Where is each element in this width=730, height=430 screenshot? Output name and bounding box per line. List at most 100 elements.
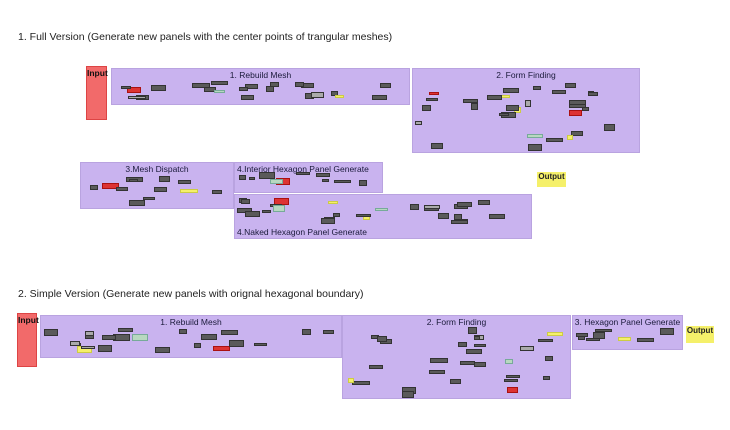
component-node[interactable] <box>127 95 146 100</box>
component-node[interactable] <box>154 347 170 353</box>
component-node[interactable] <box>253 342 267 346</box>
component-node[interactable] <box>474 343 486 348</box>
component-node[interactable] <box>470 103 478 110</box>
component-node[interactable] <box>316 172 330 178</box>
component-node[interactable] <box>84 330 95 336</box>
component-node[interactable] <box>422 105 431 111</box>
component-node[interactable] <box>115 187 129 191</box>
component-node[interactable] <box>660 328 674 335</box>
component-node[interactable] <box>519 345 535 352</box>
component-node[interactable] <box>415 120 423 126</box>
component-node[interactable] <box>545 137 563 143</box>
component-node[interactable] <box>143 197 155 201</box>
component-node[interactable] <box>117 328 134 333</box>
component-node[interactable] <box>430 143 444 149</box>
component-node[interactable] <box>270 178 283 185</box>
component-node[interactable] <box>179 328 187 335</box>
component-node[interactable] <box>211 81 229 86</box>
component-node[interactable] <box>97 345 113 352</box>
component-node[interactable] <box>356 214 372 218</box>
component-node[interactable] <box>577 336 586 341</box>
component-node[interactable] <box>547 332 564 336</box>
component-node[interactable] <box>528 144 542 151</box>
component-node[interactable] <box>120 85 131 90</box>
component-node[interactable] <box>334 95 344 99</box>
component-node[interactable] <box>371 94 387 101</box>
group-form-finding[interactable]: 2. Form Finding <box>342 315 571 399</box>
component-node[interactable] <box>129 200 146 206</box>
component-node[interactable] <box>458 342 468 347</box>
component-node[interactable] <box>486 95 502 101</box>
component-node[interactable] <box>194 342 202 349</box>
component-node[interactable] <box>465 349 482 355</box>
component-node[interactable] <box>322 329 335 335</box>
component-node[interactable] <box>428 369 446 374</box>
component-node[interactable] <box>507 387 518 394</box>
component-node[interactable] <box>618 336 631 341</box>
component-node[interactable] <box>266 85 274 92</box>
component-node[interactable] <box>552 90 567 94</box>
component-node[interactable] <box>425 98 438 102</box>
component-node[interactable] <box>153 187 167 192</box>
component-node[interactable] <box>430 357 448 364</box>
component-node[interactable] <box>533 85 542 91</box>
component-node[interactable] <box>538 339 554 343</box>
component-node[interactable] <box>310 91 325 99</box>
component-node[interactable] <box>488 213 506 219</box>
component-node[interactable] <box>177 180 191 184</box>
component-node[interactable] <box>424 204 440 210</box>
component-node[interactable] <box>352 381 370 385</box>
component-node[interactable] <box>401 391 414 399</box>
component-node[interactable] <box>477 200 490 206</box>
component-node[interactable] <box>240 94 254 100</box>
component-node[interactable] <box>410 203 419 211</box>
component-node[interactable] <box>359 180 368 187</box>
component-node[interactable] <box>132 334 148 342</box>
component-node[interactable] <box>262 209 271 213</box>
component-node[interactable] <box>322 178 330 182</box>
component-node[interactable] <box>467 327 477 334</box>
component-node[interactable] <box>377 336 387 342</box>
component-node[interactable] <box>566 135 573 141</box>
component-node[interactable] <box>84 335 94 340</box>
component-node[interactable] <box>321 218 336 225</box>
component-node[interactable] <box>429 92 439 96</box>
component-node[interactable] <box>90 185 98 191</box>
component-node[interactable] <box>569 109 582 117</box>
component-node[interactable] <box>498 113 509 117</box>
component-node[interactable] <box>211 189 222 194</box>
component-node[interactable] <box>332 212 341 218</box>
component-node[interactable] <box>204 87 217 93</box>
component-node[interactable] <box>636 337 654 343</box>
component-node[interactable] <box>456 201 473 208</box>
component-node[interactable] <box>595 328 612 333</box>
component-node[interactable] <box>542 376 550 381</box>
component-node[interactable] <box>379 83 391 89</box>
component-node[interactable] <box>214 89 226 94</box>
component-node[interactable] <box>565 83 576 89</box>
output-component[interactable]: Output <box>537 172 566 187</box>
component-node[interactable] <box>44 329 59 337</box>
component-node[interactable] <box>587 91 598 97</box>
component-node[interactable] <box>502 87 520 94</box>
component-node[interactable] <box>524 100 531 108</box>
component-node[interactable] <box>581 106 589 111</box>
component-node[interactable] <box>221 330 239 336</box>
component-node[interactable] <box>258 172 275 179</box>
component-node[interactable] <box>295 82 305 88</box>
component-node[interactable] <box>237 208 252 213</box>
component-node[interactable] <box>333 179 351 184</box>
component-node[interactable] <box>462 99 479 103</box>
component-node[interactable] <box>506 104 519 112</box>
component-node[interactable] <box>269 81 279 87</box>
component-node[interactable] <box>544 355 553 361</box>
input-component[interactable]: Input <box>17 313 39 367</box>
component-node[interactable] <box>192 82 210 88</box>
component-node[interactable] <box>248 176 256 181</box>
component-node[interactable] <box>213 346 231 351</box>
component-node[interactable] <box>158 175 170 182</box>
component-node[interactable] <box>585 337 600 341</box>
component-node[interactable] <box>526 133 543 138</box>
component-node[interactable] <box>503 378 519 383</box>
component-node[interactable] <box>239 87 249 92</box>
